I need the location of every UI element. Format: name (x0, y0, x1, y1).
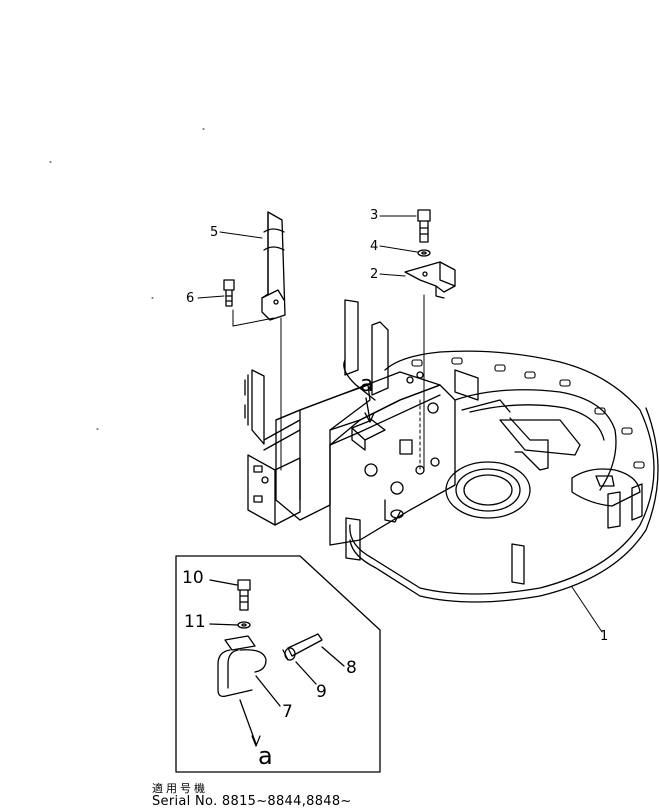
callout-2: 2 (370, 267, 379, 282)
callout-3: 3 (370, 208, 379, 223)
callout-8: 8 (346, 658, 357, 678)
callout-a-inset: a (258, 742, 273, 770)
callout-7: 7 (282, 702, 293, 722)
plate-2 (404, 261, 456, 299)
callout-5: 5 (210, 225, 219, 240)
callout-4: 4 (370, 239, 379, 254)
inset-detail-box (175, 555, 381, 773)
bolt-6 (223, 279, 235, 307)
callout-11: 11 (184, 612, 206, 632)
serial-number-range: Serial No. 8815~8844,8848~ (152, 794, 352, 809)
callout-6: 6 (186, 291, 195, 306)
applicability-label: 適用号機 (152, 782, 208, 795)
revolving-frame (345, 350, 659, 603)
leader-lines (197, 215, 603, 633)
center-frame (244, 299, 511, 546)
a-marker-leader (364, 397, 375, 423)
callout-1: 1 (600, 629, 609, 644)
callout-10: 10 (182, 568, 204, 588)
bolt-3 (417, 209, 431, 243)
callout-a-main: a (360, 372, 374, 397)
bracket-5 (261, 211, 286, 321)
callout-9: 9 (316, 682, 327, 702)
bolt-hole-row (411, 357, 645, 469)
print-specks (49, 128, 205, 430)
washer-4 (417, 249, 431, 257)
